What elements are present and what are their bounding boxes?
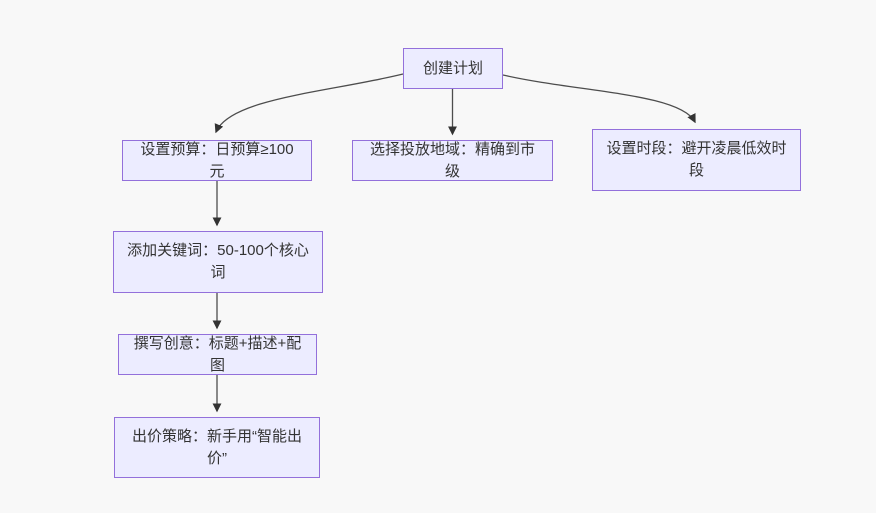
edge-create-plan-to-set-time (502, 74, 696, 124)
node-create-plan: 创建计划 (403, 48, 503, 89)
node-write-creative: 撰写创意：标题+描述+配图 (118, 334, 317, 375)
node-set-time: 设置时段：避开凌晨低效时段 (592, 129, 801, 191)
node-select-region: 选择投放地域：精确到市级 (352, 140, 553, 181)
node-bid-strategy: 出价策略：新手用“智能出价” (114, 417, 320, 478)
edge-create-plan-to-set-budget (214, 73, 404, 134)
node-set-budget: 设置预算：日预算≥100元 (122, 140, 312, 181)
node-add-keywords: 添加关键词：50-100个核心词 (113, 231, 323, 293)
